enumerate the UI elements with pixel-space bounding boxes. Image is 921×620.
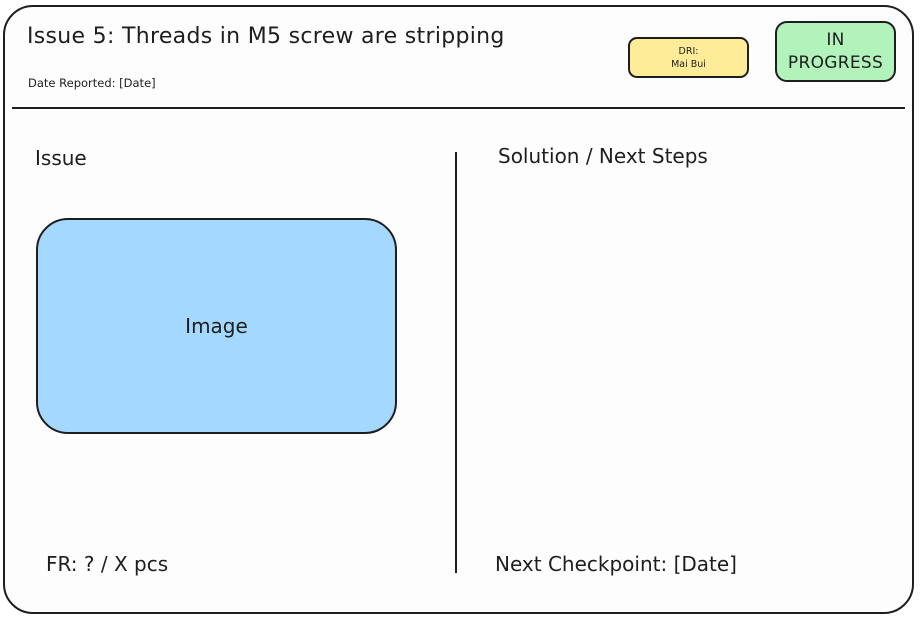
status-line-2: PROGRESS xyxy=(787,53,884,73)
solution-heading: Solution / Next Steps xyxy=(498,144,708,168)
status-line-1: IN xyxy=(826,30,845,50)
status-badge: IN PROGRESS xyxy=(775,21,896,82)
dri-name: Mai Bui xyxy=(671,59,706,70)
dri-label: DRI: xyxy=(678,46,699,57)
failure-rate: FR: ? / X pcs xyxy=(46,552,169,576)
issue-title: Issue 5: Threads in M5 screw are strippi… xyxy=(27,24,505,49)
image-placeholder: Image xyxy=(36,218,397,434)
dri-badge: DRI: Mai Bui xyxy=(628,37,749,78)
image-placeholder-label: Image xyxy=(185,314,248,338)
column-divider xyxy=(455,152,457,573)
issue-heading: Issue xyxy=(35,146,87,170)
header-divider xyxy=(12,107,905,109)
next-checkpoint: Next Checkpoint: [Date] xyxy=(495,552,737,576)
date-reported: Date Reported: [Date] xyxy=(28,76,156,90)
